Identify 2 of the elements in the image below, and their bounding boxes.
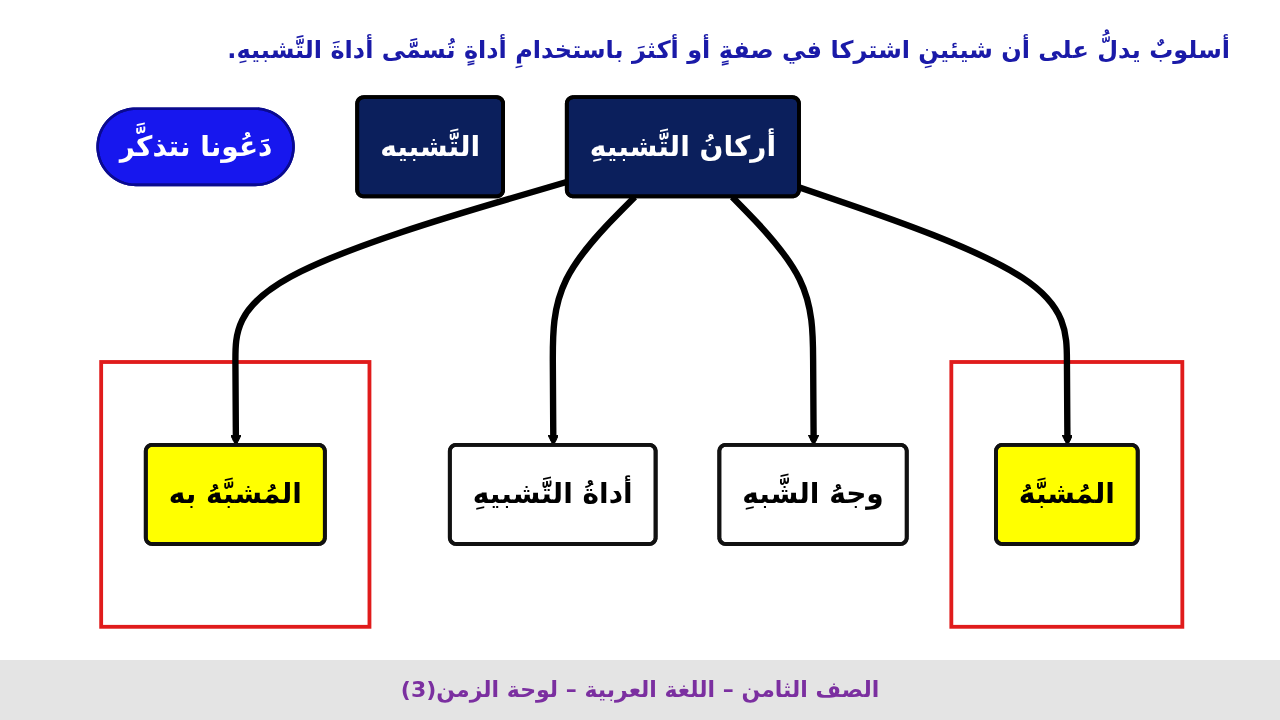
definition-text: أسلوبٌ يدلُّ على أن شيئينِ اشتركا في صفةٍ أو أكثرَ باستخدامِ أداةٍ تُسمَّى أداةَ التَّشبيهِ.	[50, 24, 1230, 78]
footer-text: الصف الثامن – اللغة العربية – لوحة الزمن(3)	[400, 676, 880, 705]
